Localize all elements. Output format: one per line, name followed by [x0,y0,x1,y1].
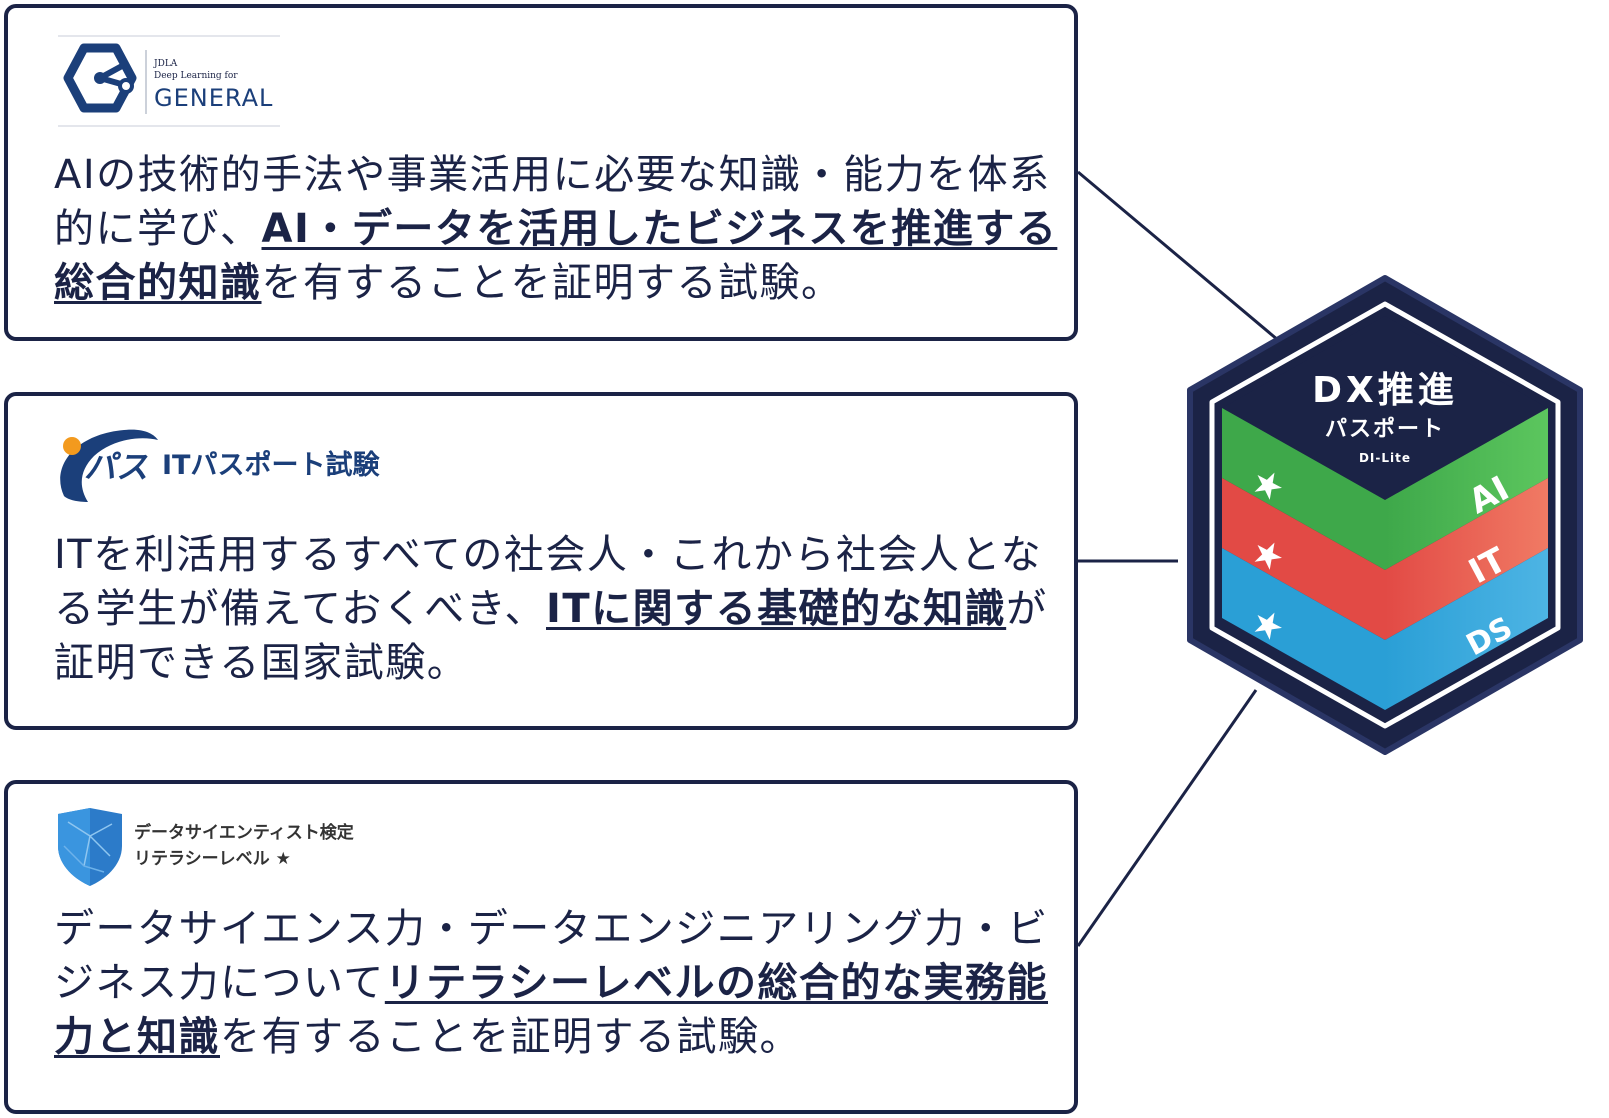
card-description: ITを利活用するすべての社会人・これから社会人となる学生が備えておくべき、ITに… [54,528,1064,690]
pass-swoosh-icon [60,429,159,502]
jdla-general-logo: JDLA Deep Learning for GENERAL [58,35,280,127]
dx-passport-badge: ★ ★ ★ AI IT DS DX推進 パスポート DI-Lite [1187,275,1583,755]
desc-text: データサイエンス力・データエンジニアリング力・ビジネス力について [54,906,1049,1006]
desc-emphasis: AI・データを活用したビジネスを推進する総合的知識 [54,206,1058,306]
card-data-scientist: データサイエンティスト検定 リテラシーレベル ★ データサイエンス力・データエン… [4,780,1078,1114]
data-scientist-logo: データサイエンティスト検定 リテラシーレベル ★ [58,808,354,886]
badge-title: DX推進 [1312,370,1458,411]
desc-text: を有することを証明する試験。 [261,260,843,306]
connector-line-1 [1077,170,1279,342]
logo-jdla-line: JDLA [153,59,178,69]
logo-ds-line-2: リテラシーレベル ★ [134,849,291,869]
logo-ds-line-1: データサイエンティスト検定 [134,822,354,843]
logo-deep-learning-line: Deep Learning for [154,71,238,81]
card-jdla-general: JDLA Deep Learning for GENERAL AIの技術的手法や… [4,4,1078,341]
card-description: データサイエンス力・データエンジニアリング力・ビジネス力についてリテラシーレベル… [54,902,1064,1064]
badge-caption: DI-Lite [1359,451,1411,465]
layer-ds-right [1385,548,1548,710]
layer-ai-left [1222,408,1385,570]
connector-line-3 [1076,689,1258,947]
desc-emphasis: リテラシーレベルの総合的な実務能力と知識 [54,960,1049,1060]
logo-general-text: GENERAL [154,84,273,112]
badge-inner-border [1209,301,1561,729]
desc-text: ITを利活用するすべての社会人・これから社会人となる学生が備えておくべき、 [54,532,1043,632]
desc-text: AIの技術的手法や事業活用に必要な知識・能力を体系的に学び、 [54,152,1051,252]
shield-icon [58,808,122,886]
card-description: AIの技術的手法や事業活用に必要な知識・能力を体系的に学び、AI・データを活用し… [54,148,1064,310]
hexagon-g-icon [63,43,137,113]
card-it-passport: パス ITパスポート試験 ITを利活用するすべての社会人・これから社会人となる学… [4,392,1078,730]
desc-text: が証明できる国家試験。 [54,586,1048,686]
layer-ai-right [1385,408,1548,570]
logo-pass-mark: パス [84,448,148,486]
layer-it-right [1385,478,1548,640]
desc-text: を有することを証明する試験。 [220,1014,801,1060]
badge-subtitle: パスポート [1325,416,1445,442]
logo-it-passport-text: ITパスポート試験 [162,449,380,481]
layer-ds-left [1222,548,1385,710]
layer-it-left [1222,478,1385,640]
desc-emphasis: ITに関する基礎的な知識 [546,586,1007,632]
it-passport-logo: パス ITパスポート試験 [60,429,380,502]
